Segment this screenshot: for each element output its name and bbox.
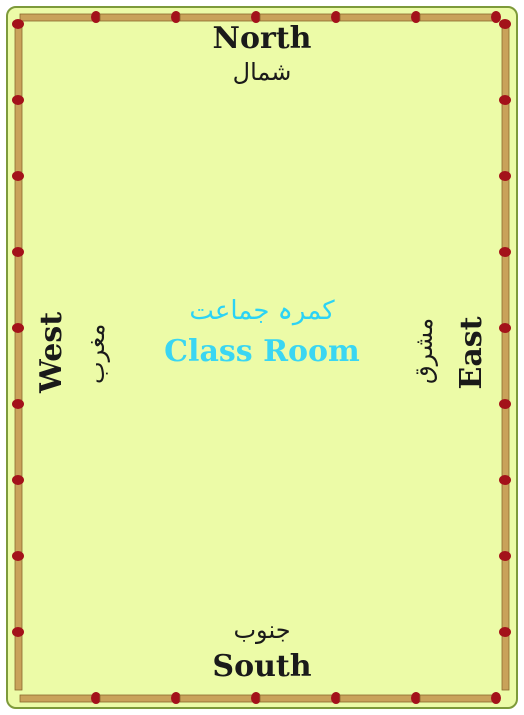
- matchstick-icon: [12, 399, 24, 476]
- matchstick-icon: [100, 11, 181, 23]
- matchstick-icon: [12, 171, 24, 248]
- west-urdu-label: مغرب: [84, 324, 108, 384]
- matchstick-icon: [20, 692, 101, 704]
- north-urdu-label: شمال: [0, 60, 524, 84]
- south-urdu-label: جنوب: [0, 618, 524, 642]
- matchstick-icon: [340, 692, 421, 704]
- matchstick-icon: [12, 551, 24, 628]
- matchstick-icon: [499, 95, 511, 172]
- east-label: East: [457, 313, 487, 393]
- classroom-urdu-title: کمرہ جماعت: [140, 296, 384, 326]
- matchstick-icon: [12, 323, 24, 400]
- matchstick-icon: [100, 692, 181, 704]
- matchstick-icon: [260, 692, 341, 704]
- matchstick-icon: [499, 551, 511, 628]
- matchstick-icon: [499, 171, 511, 248]
- matchstick-icon: [420, 692, 501, 704]
- matchstick-icon: [12, 247, 24, 324]
- matchstick-icon: [499, 399, 511, 476]
- matchstick-icon: [499, 323, 511, 400]
- matchstick-icon: [20, 11, 101, 23]
- east-urdu-label: مشرق: [412, 324, 436, 384]
- matchstick-icon: [340, 11, 421, 23]
- north-label: North: [0, 24, 524, 54]
- east-side: مشرق East: [400, 308, 500, 404]
- matchstick-icon: [12, 95, 24, 172]
- matchstick-icon: [420, 11, 501, 23]
- classroom-title: Class Room: [140, 334, 384, 369]
- matchstick-icon: [180, 692, 261, 704]
- matchstick-icon: [12, 475, 24, 552]
- west-label: West: [37, 313, 67, 393]
- south-label: South: [0, 652, 524, 682]
- matchstick-icon: [499, 475, 511, 552]
- matchstick-icon: [499, 247, 511, 324]
- west-side: West مغرب: [28, 308, 98, 404]
